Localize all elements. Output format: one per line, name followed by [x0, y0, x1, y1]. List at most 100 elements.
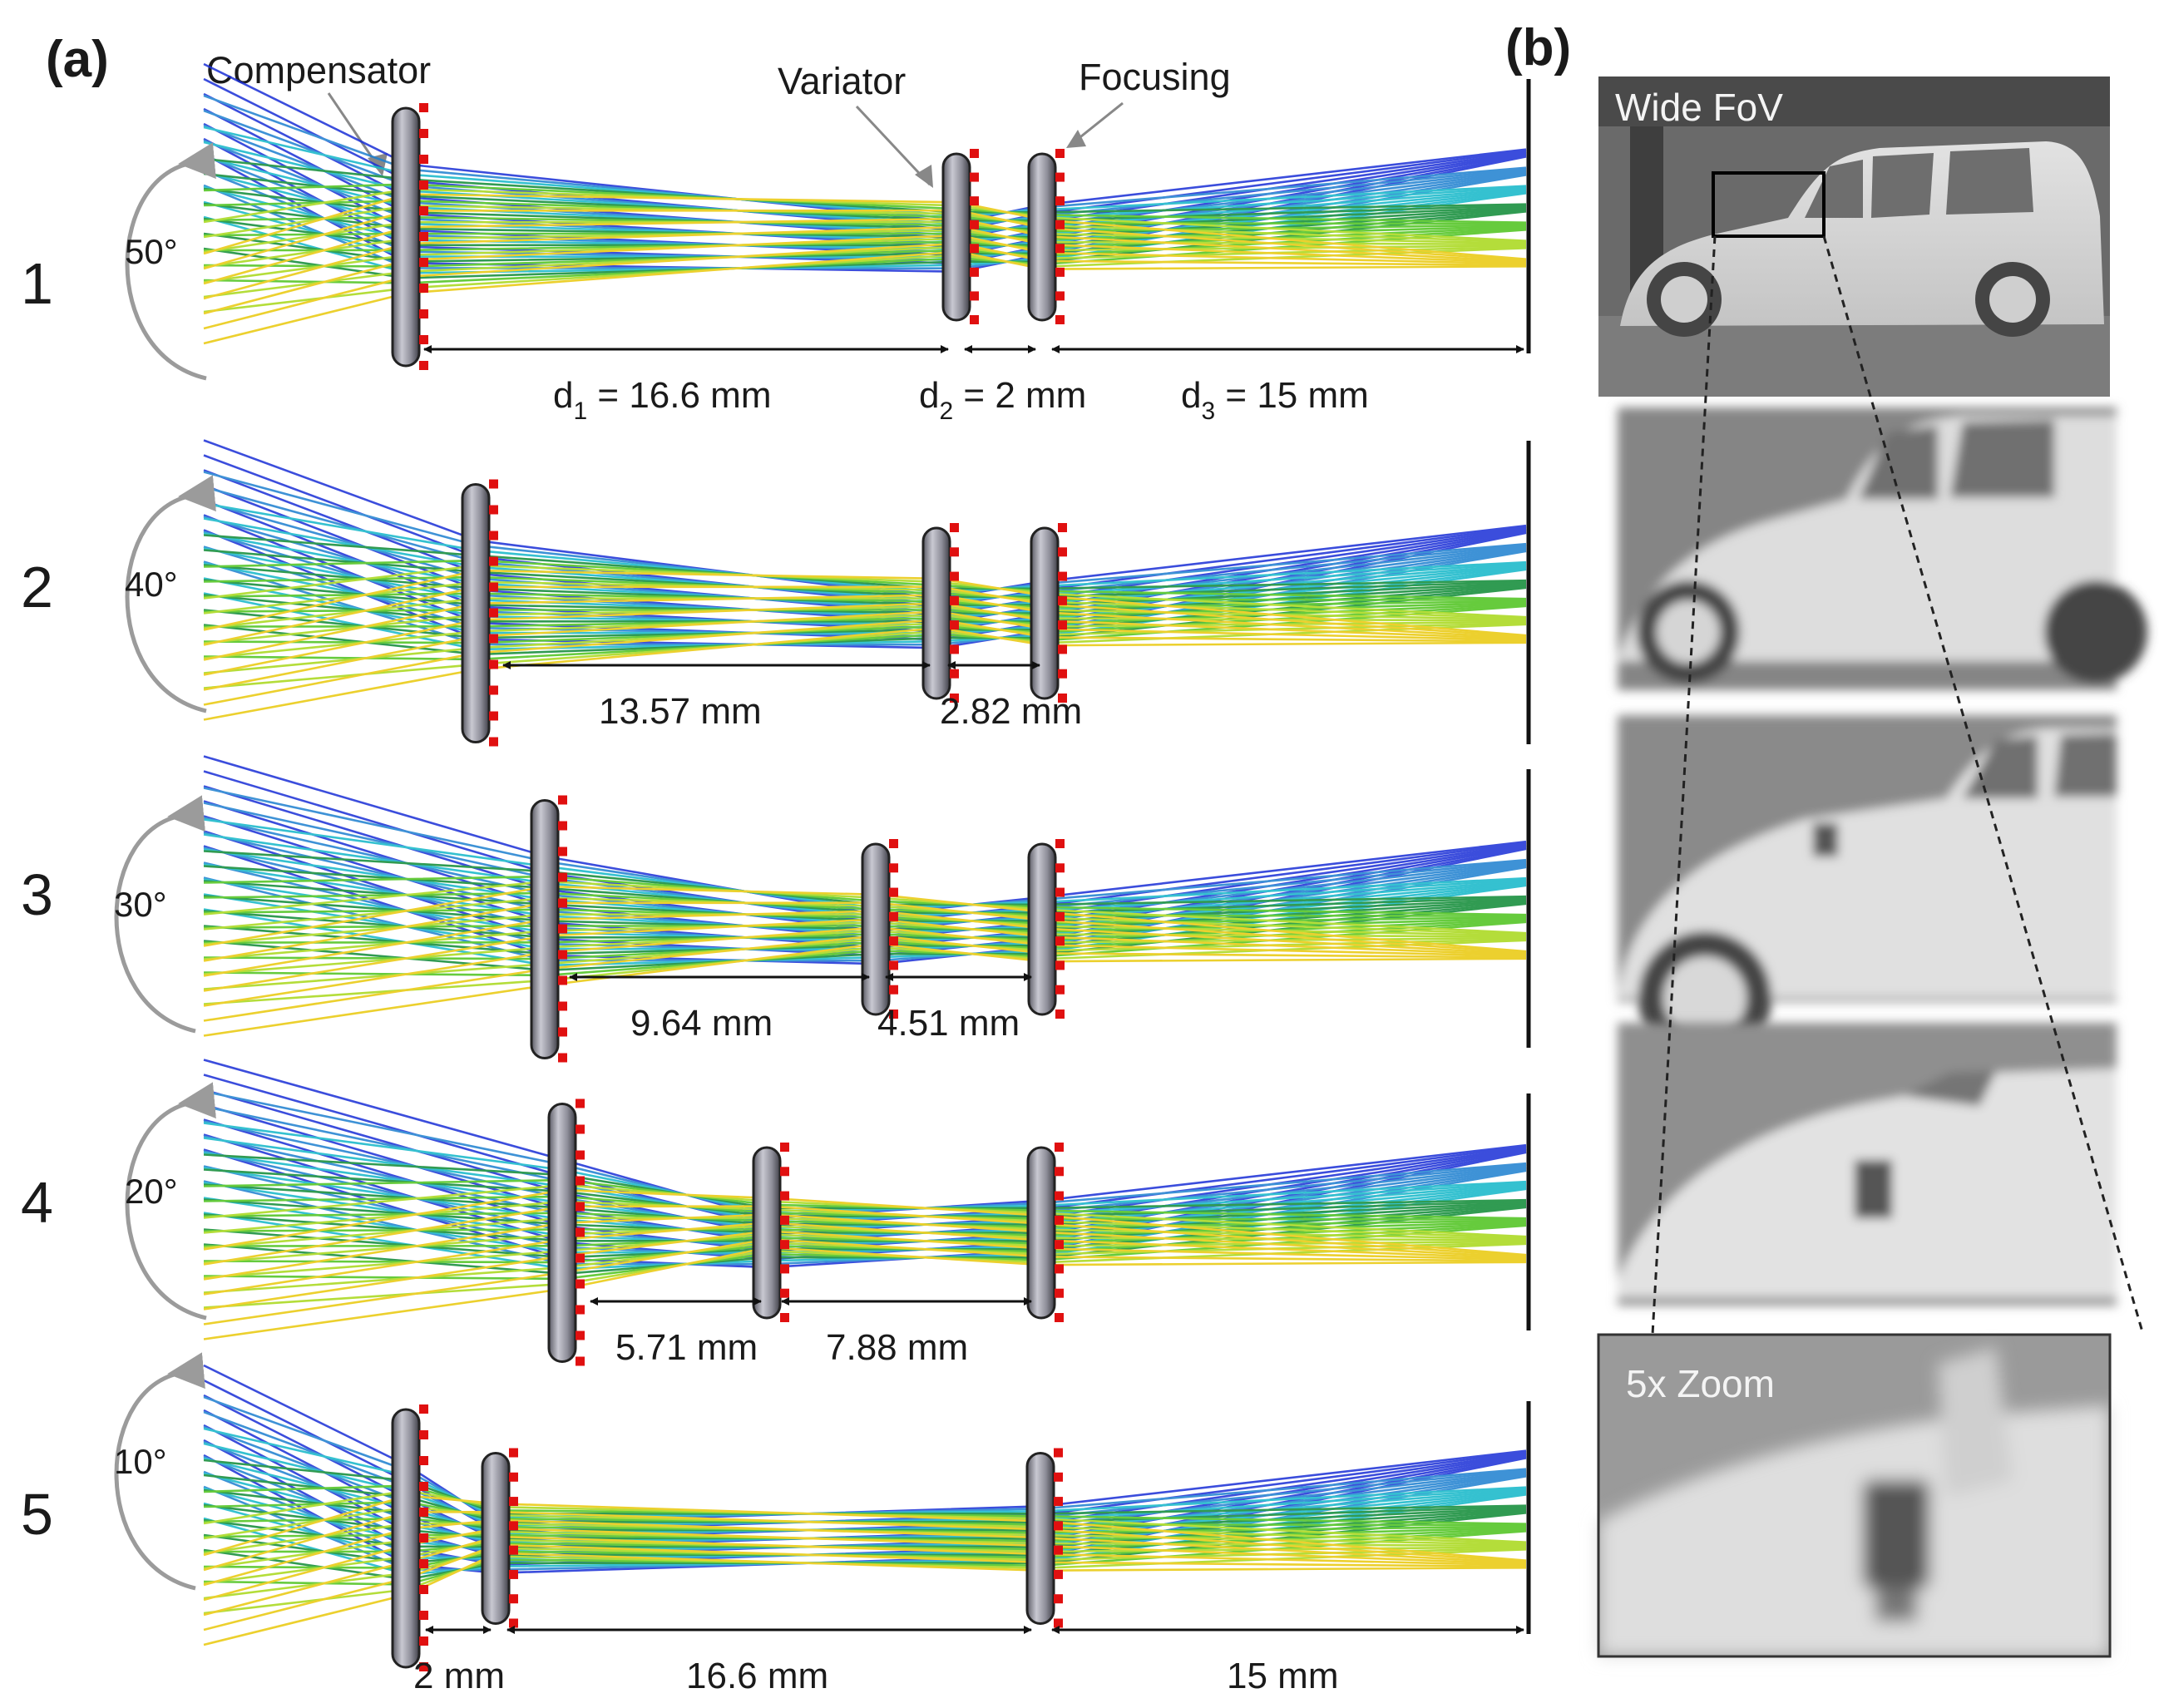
metasurface-marker [1055, 936, 1065, 946]
metasurface-marker [558, 821, 567, 831]
metasurface-marker [1055, 1167, 1064, 1177]
zoom-connector-right [1822, 235, 2145, 1335]
metasurface-marker [1054, 1497, 1063, 1507]
metasurface-marker [780, 1167, 789, 1177]
metasurface-marker [1055, 196, 1065, 206]
metasurface-marker [1058, 694, 1067, 703]
metasurface-marker [1058, 547, 1067, 557]
metasurface-marker [489, 582, 498, 592]
metasurface-marker [1054, 1569, 1063, 1579]
metasurface-marker [1058, 644, 1067, 654]
metasurface-marker [1055, 315, 1065, 324]
metasurface-marker [419, 1585, 428, 1594]
wide-fov-label: Wide FoV [1615, 86, 1783, 129]
metasurface-marker [489, 608, 498, 618]
metasurface-marker [576, 1253, 585, 1263]
metasurface-marker [1054, 1472, 1063, 1482]
config-number: 1 [21, 251, 53, 316]
variator-lens [941, 149, 979, 324]
metasurface-marker [889, 985, 898, 995]
metasurface-marker [419, 155, 428, 164]
zoom-photo-3 [1618, 715, 2117, 1064]
dimension-label: d3 = 15 mm [1181, 375, 1369, 425]
dimension-label: 2.82 mm [940, 691, 1082, 732]
metasurface-marker [489, 556, 498, 566]
metasurface-marker [780, 1288, 789, 1298]
rotation-arrow [114, 795, 205, 1034]
metasurface-marker [419, 309, 428, 318]
compensator-label: Compensator [206, 49, 431, 91]
metasurface-marker [1058, 523, 1067, 532]
metasurface-marker [1054, 1448, 1063, 1458]
metasurface-marker [419, 1404, 428, 1414]
metasurface-marker [576, 1330, 585, 1340]
dimension-label: d2 = 2 mm [919, 375, 1086, 425]
metasurface-marker [576, 1356, 585, 1366]
config-number: 3 [21, 862, 53, 927]
metasurface-marker [1055, 1313, 1064, 1322]
metasurface-marker [1055, 985, 1065, 995]
metasurface-marker [780, 1215, 789, 1225]
panel-b-label: (b) [1505, 19, 1571, 77]
metasurface-marker [889, 863, 898, 873]
metasurface-marker [509, 1594, 518, 1604]
rotation-arrow [125, 475, 216, 713]
rotation-arrow [114, 1352, 205, 1591]
config-number: 2 [21, 555, 53, 620]
metasurface-marker [780, 1191, 789, 1201]
metasurface-marker [419, 284, 428, 293]
metasurface-marker [576, 1124, 585, 1134]
metasurface-marker [509, 1497, 518, 1507]
config-number: 4 [21, 1170, 53, 1235]
metasurface-marker [489, 505, 498, 515]
metasurface-marker [489, 659, 498, 669]
metasurface-marker [970, 196, 979, 206]
focusing-lens [1027, 839, 1065, 1019]
rotation-angle: 10° [114, 1442, 167, 1481]
metasurface-marker [419, 1456, 428, 1465]
variator-lens [481, 1448, 518, 1628]
metasurface-marker [558, 847, 567, 856]
metasurface-marker [419, 180, 428, 190]
metasurface-marker [970, 291, 979, 301]
rotation-angle: 30° [114, 885, 167, 924]
metasurface-marker [970, 315, 979, 324]
metasurface-marker [489, 737, 498, 747]
zoom-photo-2 [1618, 407, 2147, 690]
metasurface-marker [558, 975, 567, 985]
metasurface-marker [576, 1176, 585, 1186]
metasurface-marker [1055, 172, 1065, 182]
metasurface-marker [970, 220, 979, 230]
rotation-angle: 20° [125, 1172, 178, 1211]
metasurface-marker [558, 1027, 567, 1037]
dimension-label: 4.51 mm [877, 1003, 1020, 1044]
metasurface-marker [1058, 669, 1067, 679]
zoom-photo-4 [1618, 1023, 2117, 1306]
metasurface-marker [1058, 620, 1067, 630]
metasurface-marker [558, 795, 567, 805]
metasurface-marker [419, 1533, 428, 1543]
metasurface-marker [1055, 1264, 1064, 1274]
metasurface-marker [1055, 1240, 1064, 1250]
metasurface-marker [419, 361, 428, 370]
metasurface-marker [419, 335, 428, 344]
metasurface-marker [950, 547, 959, 557]
metasurface-marker [558, 1053, 567, 1063]
metasurface-marker [576, 1305, 585, 1315]
metasurface-marker [419, 258, 428, 267]
panel-a-label: (a) [46, 31, 109, 88]
variator-pointer [855, 105, 931, 186]
rotation-arrow [125, 142, 216, 381]
metasurface-marker [1055, 839, 1065, 848]
five-x-zoom-label: 5x Zoom [1626, 1362, 1775, 1405]
dimension-label: 16.6 mm [686, 1656, 828, 1696]
metasurface-marker [780, 1264, 789, 1274]
metasurface-marker [576, 1227, 585, 1237]
metasurface-marker [1055, 220, 1065, 230]
metasurface-marker [576, 1202, 585, 1212]
metasurface-marker [1055, 244, 1065, 254]
metasurface-marker [558, 898, 567, 908]
focusing-lens [1030, 523, 1067, 703]
